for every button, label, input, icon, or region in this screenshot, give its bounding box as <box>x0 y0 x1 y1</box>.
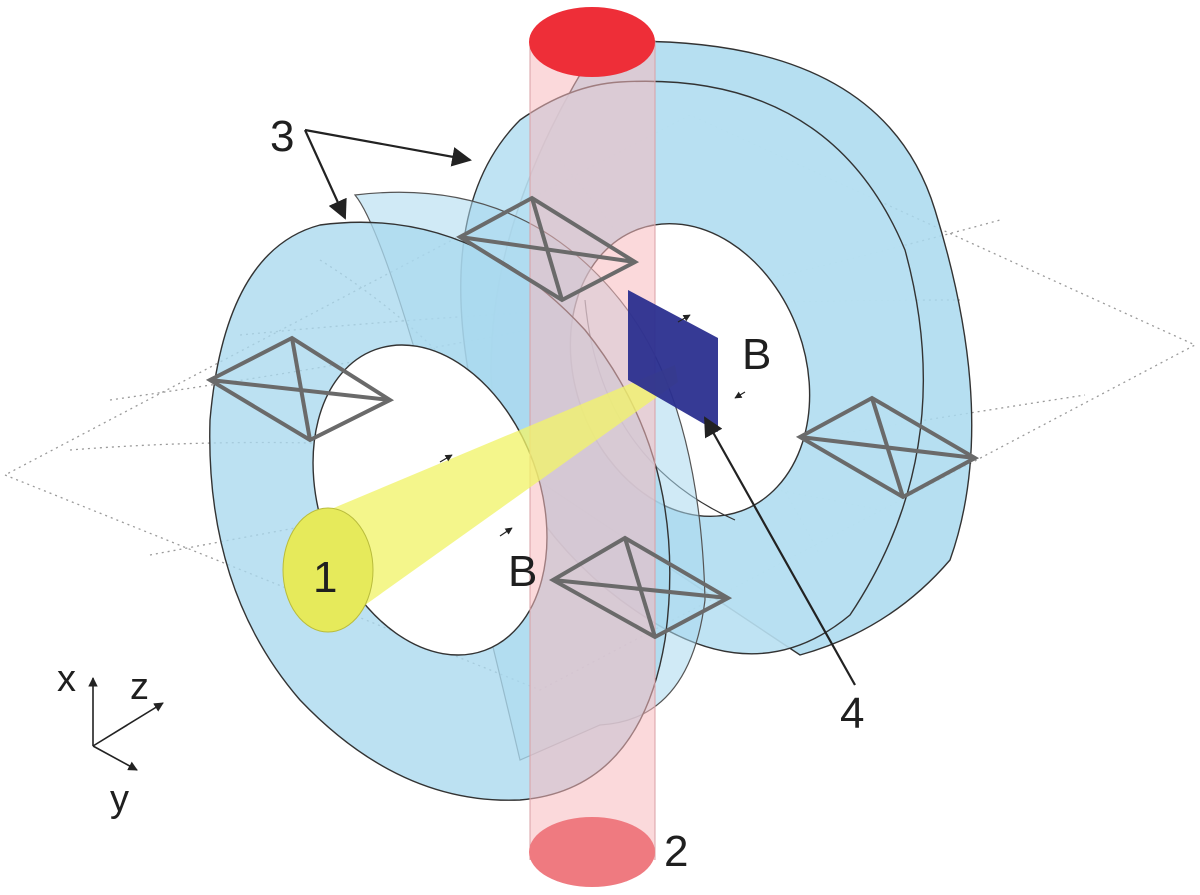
coordinate-axes <box>88 677 164 771</box>
axis-label-z: z <box>130 666 149 708</box>
beam-source-cap <box>282 507 374 633</box>
leader-lines <box>303 128 856 686</box>
crossed-rectangle-icon <box>205 335 395 443</box>
label-b-lower: B <box>508 547 538 596</box>
label-3: 3 <box>270 112 295 161</box>
axis-label-y: y <box>110 778 129 820</box>
coil-winding-icons <box>205 195 980 640</box>
field-arrowheads <box>439 314 746 537</box>
label-b-upper: B <box>742 330 772 379</box>
crossed-rectangle-icon <box>548 535 733 640</box>
detector-plate <box>628 290 718 432</box>
arrowhead-icon <box>439 454 453 463</box>
label-4: 4 <box>840 689 865 738</box>
arrowhead-icon <box>734 391 746 399</box>
crossed-rectangle-icon <box>456 195 640 303</box>
axis-label-x: x <box>57 658 76 700</box>
arrowhead-icon <box>499 527 513 537</box>
particle-beam <box>282 365 678 633</box>
crossed-rectangle-icon <box>795 395 980 500</box>
label-1: 1 <box>313 553 338 602</box>
laser-bottom-cap <box>529 817 655 887</box>
label-2: 2 <box>664 827 689 876</box>
laser-top-cap <box>529 7 655 77</box>
arrowhead-icon <box>677 314 691 323</box>
